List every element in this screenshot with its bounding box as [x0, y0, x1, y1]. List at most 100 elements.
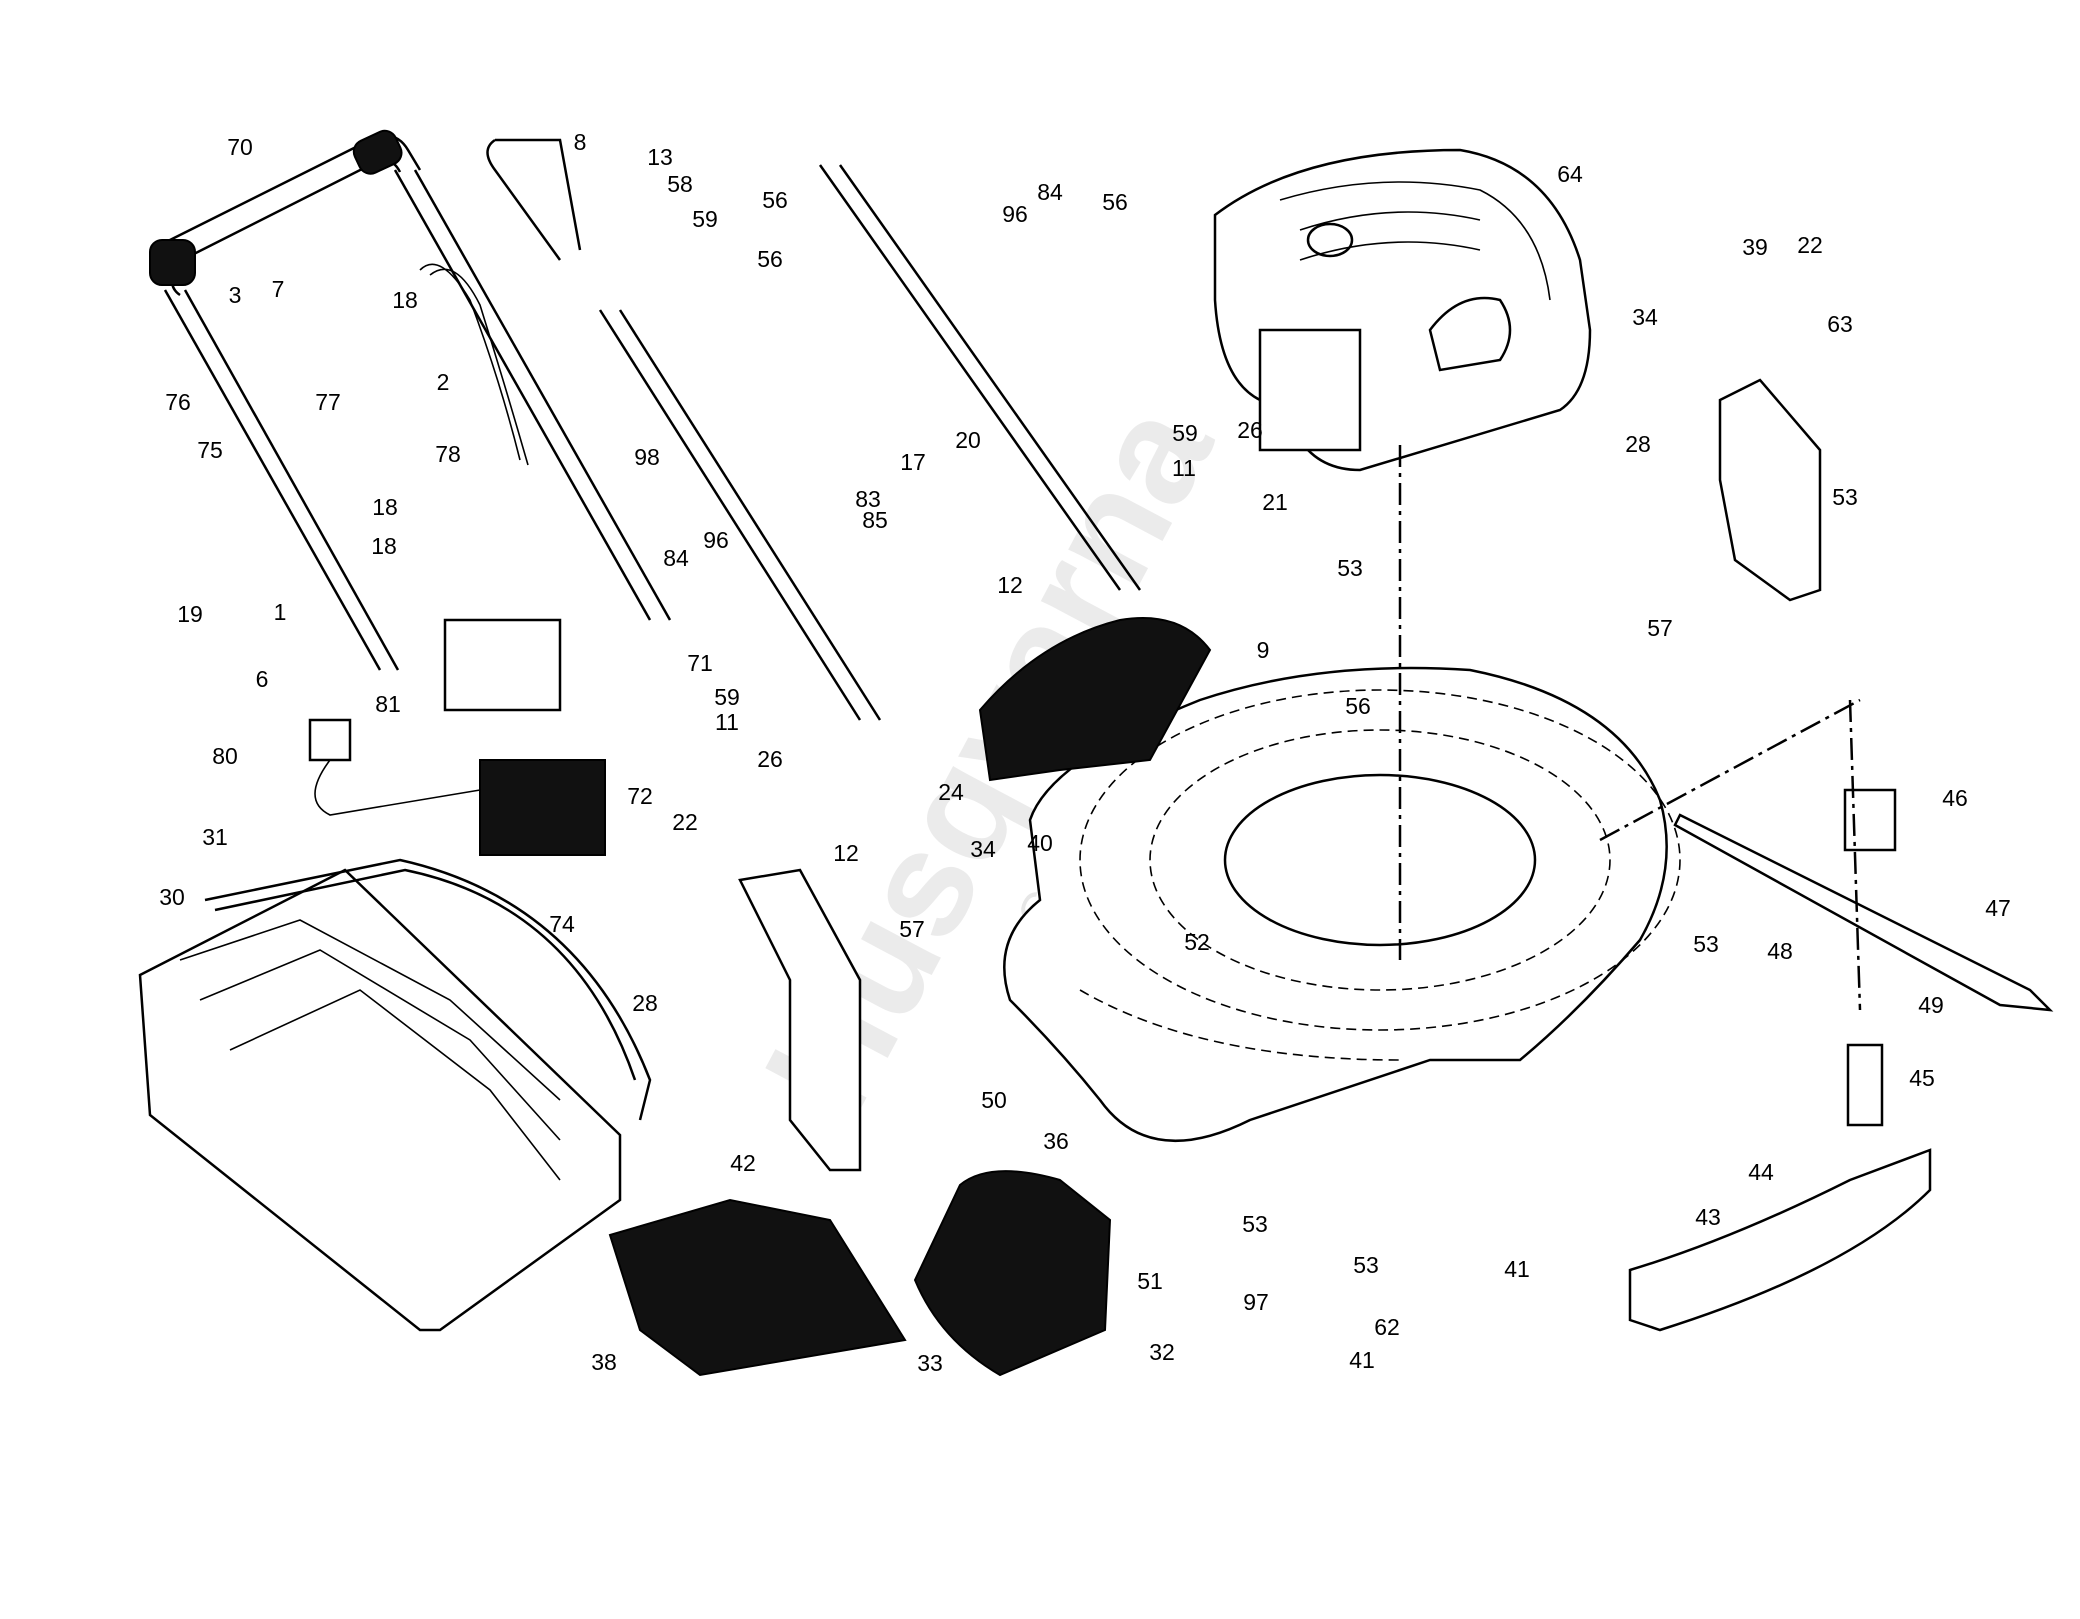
- callout-label: 41: [1349, 1347, 1375, 1373]
- callout-label: 96: [703, 527, 729, 553]
- callout-label: 59: [692, 206, 718, 232]
- handle-grip-right: [352, 129, 403, 175]
- callout-label: 53: [1693, 931, 1719, 957]
- callout-label: 59: [1172, 420, 1198, 446]
- callout-label: 41: [1504, 1256, 1530, 1282]
- callout-label: 43: [1695, 1204, 1721, 1230]
- callout-label: 11: [1172, 455, 1196, 481]
- callout-label: 78: [435, 441, 461, 467]
- callout-label: 24: [938, 779, 964, 805]
- callout-label: 85: [862, 507, 888, 533]
- callout-label: 12: [997, 572, 1023, 598]
- callout-label: 45: [1909, 1065, 1935, 1091]
- callout-label: 39: [1742, 234, 1768, 260]
- callout-label: 9: [1257, 637, 1270, 663]
- blade-bolt: [1846, 1043, 1884, 1127]
- blade: [1673, 788, 2054, 1127]
- callout-label: 7: [272, 276, 285, 302]
- callout-label: 47: [1985, 895, 2011, 921]
- callout-label: 84: [1037, 179, 1063, 205]
- callout-label: 40: [1027, 830, 1053, 856]
- callout-label: 51: [1137, 1268, 1163, 1294]
- callout-label: 53: [1337, 555, 1363, 581]
- callout-label: 8: [574, 129, 587, 155]
- callout-label: 50: [981, 1087, 1007, 1113]
- deck-edge-line: [1599, 698, 1861, 842]
- callout-label: 57: [899, 916, 925, 942]
- callout-label: 62: [1374, 1314, 1400, 1340]
- callout-label: 6: [256, 666, 269, 692]
- callout-label: 70: [227, 134, 253, 160]
- callout-label: 84: [663, 545, 689, 571]
- handle-grip-left: [149, 239, 196, 286]
- callout-label: 34: [970, 836, 996, 862]
- callout-label: 22: [1797, 232, 1823, 258]
- callout-label: 42: [730, 1150, 756, 1176]
- rear-flap: [608, 1170, 1112, 1377]
- callout-label: 19: [177, 601, 203, 627]
- callout-label: 11: [715, 709, 739, 735]
- callout-label: 18: [371, 533, 397, 559]
- charger-80: [308, 718, 352, 762]
- callout-label: 98: [634, 444, 660, 470]
- callout-label: 26: [1237, 417, 1263, 443]
- callout-label: 26: [757, 746, 783, 772]
- callout-label: 71: [687, 650, 713, 676]
- mower-deck: [1003, 666, 1681, 1143]
- callout-label: 56: [762, 187, 788, 213]
- callout-label: 22: [672, 809, 698, 835]
- callout-label: 28: [1625, 431, 1651, 457]
- callout-label: 56: [757, 246, 783, 272]
- callout-label: 63: [1827, 311, 1853, 337]
- callout-label: 74: [549, 911, 575, 937]
- callout-label: 80: [212, 743, 238, 769]
- callout-label: 12: [833, 840, 859, 866]
- callout-label: 3: [229, 282, 242, 308]
- callout-label: 31: [202, 824, 228, 850]
- callout-label: 76: [165, 389, 191, 415]
- callout-label: 57: [1647, 615, 1673, 641]
- callout-label: 77: [315, 389, 341, 415]
- callout-label: 34: [1632, 304, 1658, 330]
- callout-label: 53: [1353, 1252, 1379, 1278]
- callout-label: 36: [1043, 1128, 1069, 1154]
- callout-label: 53: [1832, 484, 1858, 510]
- battery-81: [443, 618, 562, 712]
- callout-label: 28: [632, 990, 658, 1016]
- callout-label: 44: [1748, 1159, 1774, 1185]
- callout-label: 59: [714, 684, 740, 710]
- callout-label: 58: [667, 171, 693, 197]
- blade-adapter: [1843, 788, 1897, 852]
- callout-label: 52: [1184, 929, 1210, 955]
- callout-label: 56: [1102, 189, 1128, 215]
- callout-label: 72: [627, 783, 653, 809]
- callout-label: 81: [375, 691, 401, 717]
- rear-bumper: [1628, 1148, 1932, 1332]
- callout-label: 2: [437, 369, 450, 395]
- battery-charger: [308, 618, 606, 856]
- callout-label: 46: [1942, 785, 1968, 811]
- callout-label: 32: [1149, 1339, 1175, 1365]
- callout-label: 64: [1557, 161, 1583, 187]
- callout-label: 30: [159, 884, 185, 910]
- callout-label: 33: [917, 1350, 943, 1376]
- callout-label: 53: [1242, 1211, 1268, 1237]
- height-adjuster-left: [738, 868, 862, 1172]
- handle-assembly: [149, 129, 1142, 721]
- callout-label: 21: [1262, 489, 1288, 515]
- callout-label: 38: [591, 1349, 617, 1375]
- callout-label: 49: [1918, 992, 1944, 1018]
- callout-label: 75: [197, 437, 223, 463]
- callout-label: 18: [372, 494, 398, 520]
- height-adjuster-right: [1718, 378, 1822, 602]
- callout-label: 18: [392, 287, 418, 313]
- battery-74: [479, 759, 606, 856]
- callout-label: 83: [855, 486, 881, 512]
- blade-centerline: [1848, 699, 1862, 1011]
- callout-label: 48: [1767, 938, 1793, 964]
- side-discharge-chute: [978, 617, 1212, 782]
- callout-label: 20: [955, 427, 981, 453]
- callout-label: 1: [274, 599, 287, 625]
